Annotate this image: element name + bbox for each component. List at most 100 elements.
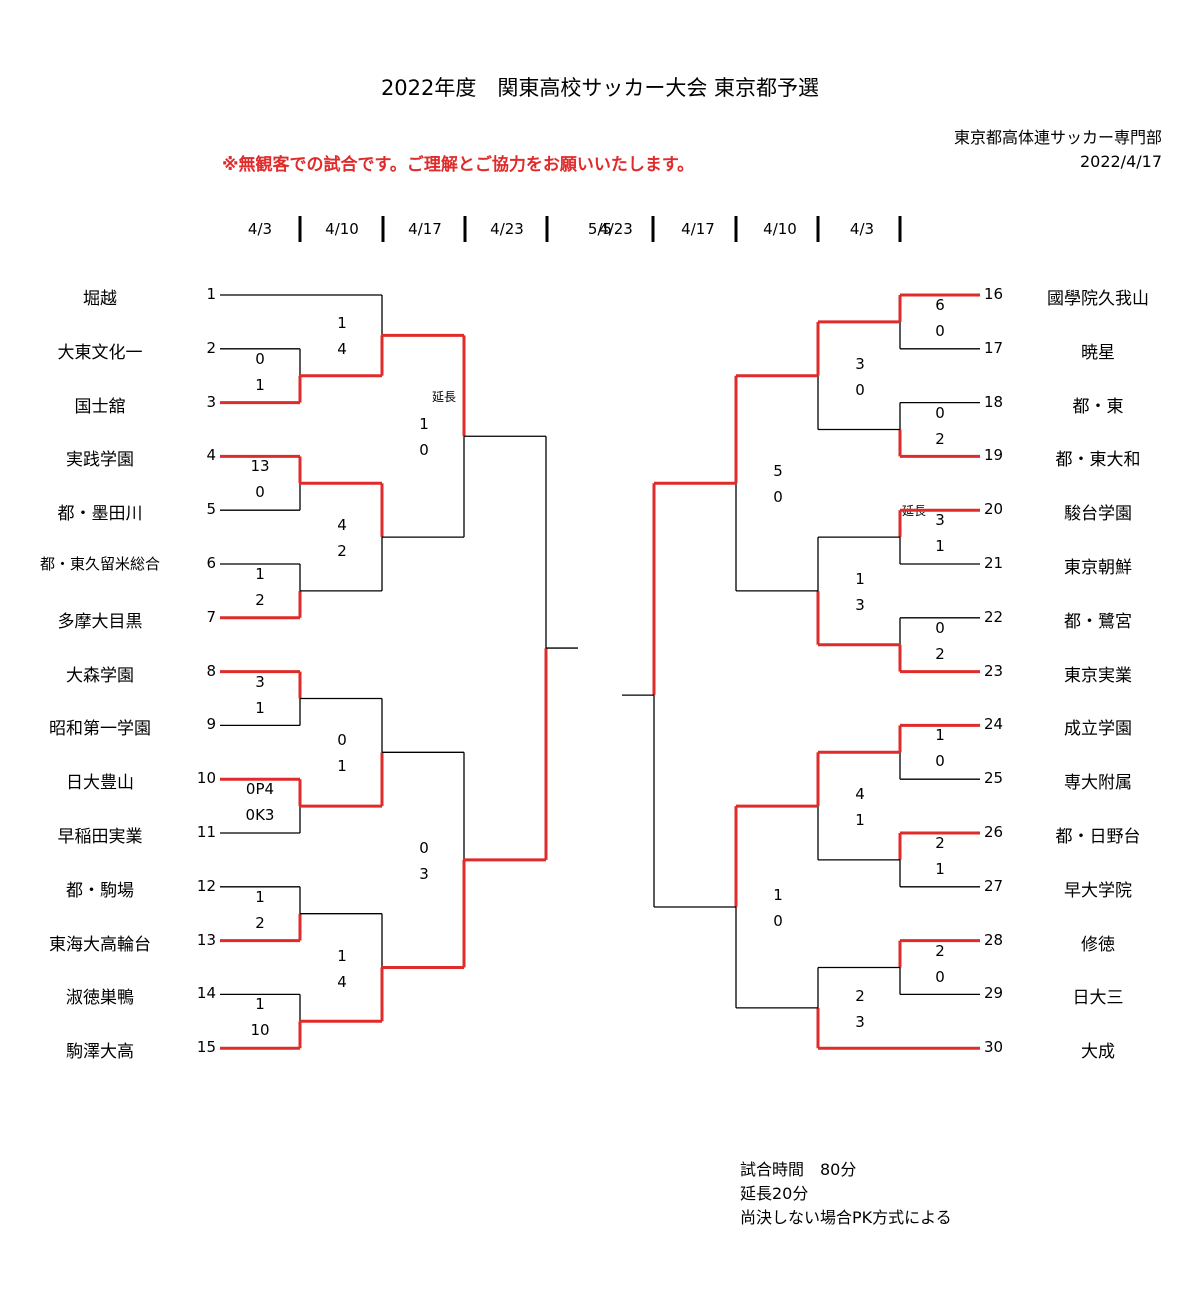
seed-number: 27 [984,876,1004,895]
score-label: 0 [255,483,265,502]
score-label: 0 [935,403,945,422]
seed-number: 18 [984,392,1004,411]
round-date-label: 4/3 [247,220,273,238]
round-date-label: 4/3 [849,220,875,238]
team-name: 早稲田実業 [57,827,143,847]
seed-number: 20 [984,500,1004,519]
score-label: 1 [935,726,945,745]
seed-number: 10 [196,769,216,788]
team-name: 大東文化一 [57,342,143,363]
team-name: 修徳 [1081,934,1115,955]
seed-number: 26 [984,823,1004,841]
round-date-label: 5/5 [587,220,613,238]
score-label: 0 [419,838,429,857]
score-label: 0 [255,349,265,368]
score-label: 3 [935,511,945,530]
team-name: 早大学院 [1064,880,1132,901]
seed-number: 17 [984,338,1004,357]
team-name: 駒澤大高 [66,1042,134,1063]
score-label: 0 [337,731,347,750]
seed-number: 1 [206,285,216,303]
score-label: 1 [935,537,945,556]
score-label: 0 [935,618,945,637]
team-name: 國學院久我山 [1047,289,1149,309]
score-label: 10 [250,1021,270,1040]
score-label: 1 [935,859,945,878]
seed-number: 25 [984,769,1004,788]
round-date-label: 4/10 [763,220,797,238]
seed-number: 13 [196,930,216,949]
seed-number: 21 [984,554,1004,572]
team-name: 実践学園 [66,450,134,471]
rule-line: 延長20分 [740,1184,809,1203]
score-label: 4 [337,972,347,991]
score-label: 3 [855,1012,865,1031]
round-date-label: 4/17 [681,220,715,238]
seed-number: 19 [984,446,1004,465]
seed-number: 8 [206,661,216,680]
seed-number: 9 [206,715,216,734]
score-label: 3 [255,672,265,691]
team-name: 多摩大目黒 [57,611,143,632]
score-label: 4 [855,785,865,804]
page-title: 2022年度 関東高校サッカー大会 東京都予選 [380,76,820,100]
score-label: 4 [337,340,347,359]
round-date-label: 4/17 [408,220,442,238]
score-label: 1 [255,698,265,717]
score-label: 2 [935,429,945,448]
score-label: 4 [337,516,347,535]
seed-number: 4 [206,446,216,465]
score-label: 0 [773,911,783,930]
seed-number: 6 [206,554,216,572]
team-name: 都・東久留米総合 [39,555,160,573]
team-name: 東海大高輪台 [49,934,151,955]
score-label: 1 [855,811,865,830]
team-name: 国士舘 [74,396,126,417]
rule-line: 試合時間 80分 [740,1160,857,1179]
team-name: 大森学園 [66,665,134,686]
score-label: 13 [250,457,270,476]
round-date-label: 4/23 [599,220,633,238]
team-name: 都・東大和 [1055,450,1141,471]
seed-number: 2 [206,338,216,357]
round-date-label: 4/10 [325,220,359,238]
team-name: 日大三 [1072,988,1124,1009]
score-label: 0 [935,752,945,771]
score-label: 0 [773,488,783,507]
score-label: 2 [337,542,347,561]
team-name: 都・鷺宮 [1064,611,1132,632]
score-label: 2 [935,833,945,852]
score-label: 0K3 [245,806,275,825]
seed-number: 15 [196,1038,216,1057]
score-label: 0 [419,441,429,460]
team-name: 駿台学園 [1064,504,1132,525]
team-name: 都・駒場 [66,880,134,901]
score-label: 0P4 [245,780,275,799]
round-date-label: 4/23 [490,220,524,238]
team-name: 東京実業 [1064,665,1132,686]
team-name: 都・日野台 [1055,827,1141,847]
score-label: 1 [773,885,783,904]
date-label: 2022/4/17 [1079,152,1162,171]
score-label: 1 [255,375,265,394]
score-label: 1 [255,564,265,583]
score-label: 2 [935,941,945,960]
score-label: 0 [935,967,945,986]
score-label: 1 [855,569,865,588]
score-label: 1 [337,757,347,776]
team-name: 成立学園 [1064,719,1132,740]
seed-number: 24 [984,715,1004,734]
seed-number: 7 [206,607,216,626]
seed-number: 11 [196,823,216,841]
seed-number: 3 [206,392,216,411]
team-name: 暁星 [1081,342,1115,363]
notice-text: ※無観客での試合です。ご理解とご協力をお願いいたします。 [222,155,695,175]
team-name: 東京朝鮮 [1064,558,1132,578]
score-label: 1 [419,415,429,434]
score-label: 1 [337,946,347,965]
rules-note: 試合時間 80分 延長20分 尚決しない場合PK方式による [740,1158,952,1230]
seed-number: 23 [984,661,1004,680]
team-name: 都・東 [1072,396,1124,417]
organizer-label: 東京都高体連サッカー専門部 [953,128,1162,147]
